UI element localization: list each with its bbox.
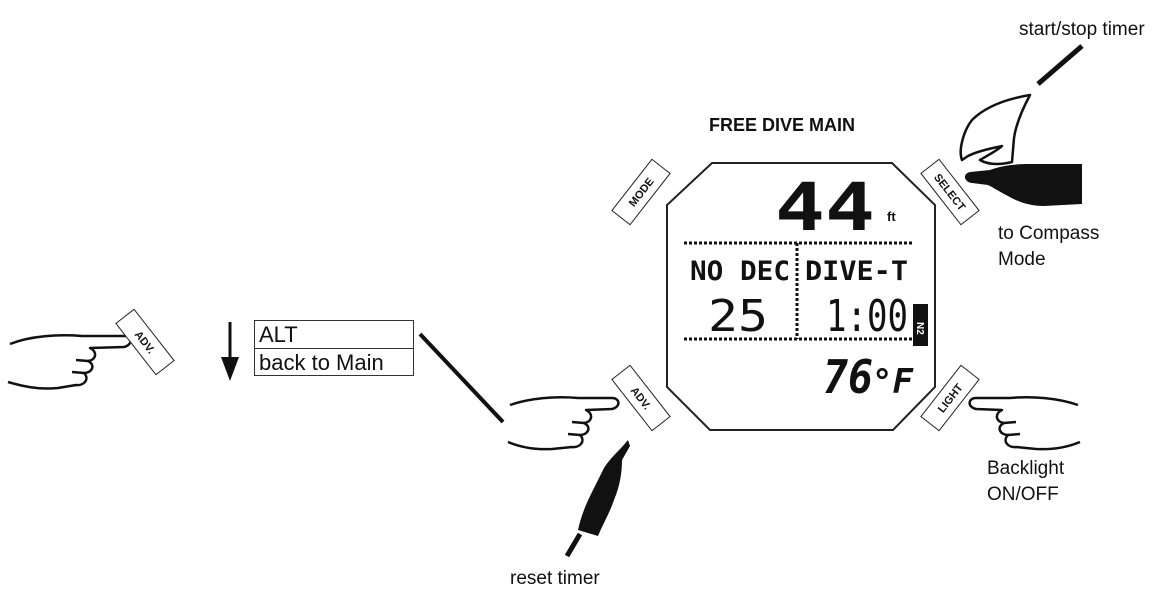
backlight-label: Backlight ON/OFF xyxy=(987,456,1064,508)
menu-item-back-to-main[interactable]: back to Main xyxy=(255,348,413,375)
n2-bar xyxy=(913,304,928,346)
menu-item-alt[interactable]: ALT xyxy=(259,322,298,347)
dive-time-header: DIVE-T xyxy=(805,256,908,287)
compass-line-1: to Compass xyxy=(998,223,1100,244)
temperature-value: 76 xyxy=(823,350,873,404)
no-dec-value: 25 xyxy=(708,291,768,342)
adv-menu: ALT back to Main xyxy=(254,320,414,376)
menu-connector-line xyxy=(418,332,505,424)
start-stop-leader xyxy=(1036,44,1084,86)
start-stop-timer-label: start/stop timer xyxy=(1019,19,1145,40)
light-hand-icon xyxy=(968,396,1081,451)
no-dec-header: NO DEC xyxy=(690,256,790,287)
to-compass-label: to Compass Mode xyxy=(998,221,1099,273)
screen-title: FREE DIVE MAIN xyxy=(709,115,856,135)
backlight-line-1: Backlight xyxy=(987,458,1065,479)
select-black-hand-icon xyxy=(964,164,1082,206)
depth-unit: ft xyxy=(887,209,896,224)
left-hand-icon xyxy=(7,334,132,390)
down-arrow-head xyxy=(221,357,239,381)
reset-timer-label: reset timer xyxy=(510,568,600,589)
reset-leader xyxy=(564,532,583,558)
watch-face xyxy=(666,162,936,431)
n2-label: N2 xyxy=(914,322,925,335)
reset-black-hand-icon xyxy=(578,440,630,536)
adv-hand-icon xyxy=(507,396,620,451)
dive-time-value: 1:00 xyxy=(826,291,908,342)
depth-value: 44 xyxy=(775,169,875,246)
backlight-line-2: ON/OFF xyxy=(987,484,1059,505)
compass-line-2: Mode xyxy=(998,249,1046,270)
temperature-unit: °F xyxy=(872,362,914,402)
select-white-hand-icon xyxy=(959,93,1032,166)
